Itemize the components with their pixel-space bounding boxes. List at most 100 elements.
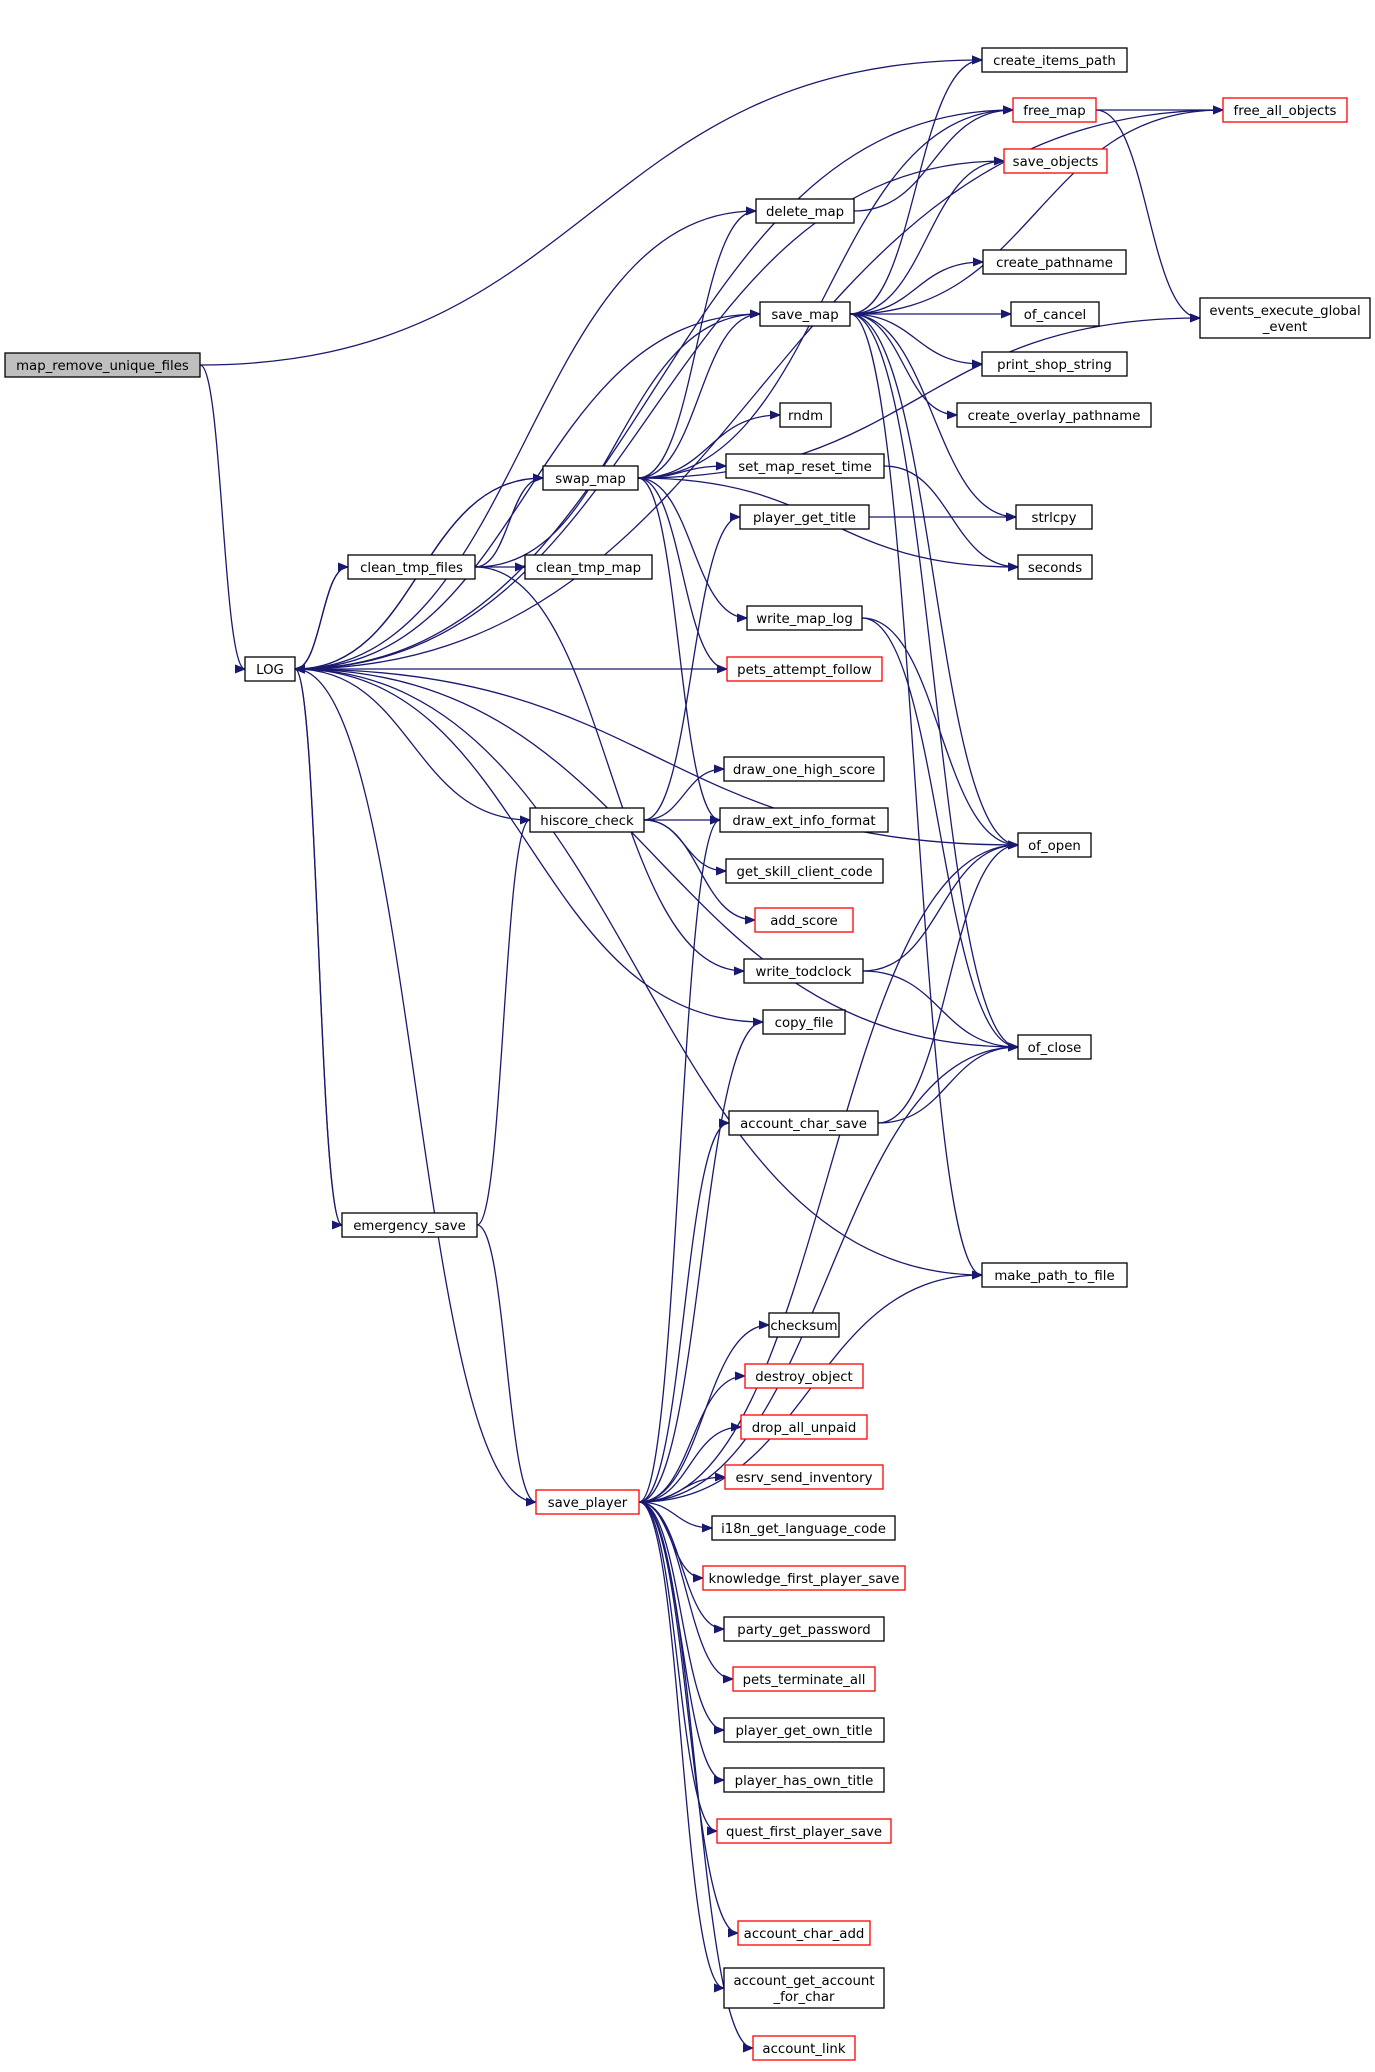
- node-box[interactable]: [737, 1920, 871, 1946]
- node-box[interactable]: [723, 756, 885, 782]
- node-knowledge-first-player-save[interactable]: knowledge_first_player_save: [702, 1565, 906, 1591]
- node-box[interactable]: [981, 1262, 1128, 1288]
- node-box[interactable]: [724, 1464, 884, 1490]
- node-make-path-to-file[interactable]: make_path_to_file: [981, 1262, 1128, 1288]
- node-free-map[interactable]: free_map: [1012, 97, 1097, 123]
- node-box[interactable]: [723, 1767, 885, 1793]
- node-account-get-account-for-char[interactable]: account_get_account_for_char: [723, 1967, 885, 2009]
- node-write-map-log[interactable]: write_map_log: [746, 605, 863, 631]
- node-box[interactable]: [744, 1363, 864, 1389]
- node-free-all-objects[interactable]: free_all_objects: [1222, 97, 1348, 123]
- node-seconds[interactable]: seconds: [1017, 554, 1093, 580]
- node-strlcpy[interactable]: strlcpy: [1015, 504, 1093, 530]
- node-box[interactable]: [716, 1818, 892, 1844]
- node-player-has-own-title[interactable]: player_has_own_title: [723, 1767, 885, 1793]
- node-box[interactable]: [739, 504, 870, 530]
- node-save-map[interactable]: save_map: [759, 301, 851, 327]
- node-rndm[interactable]: rndm: [779, 402, 832, 428]
- node-of-cancel[interactable]: of_cancel: [1010, 301, 1100, 327]
- node-account-link[interactable]: account_link: [752, 2035, 856, 2061]
- node-box[interactable]: [1015, 504, 1093, 530]
- node-box[interactable]: [347, 554, 476, 580]
- node-box[interactable]: [982, 249, 1127, 275]
- node-destroy-object[interactable]: destroy_object: [744, 1363, 864, 1389]
- node-box[interactable]: [759, 301, 851, 327]
- node-box[interactable]: [702, 1565, 906, 1591]
- node-box[interactable]: [1010, 301, 1100, 327]
- node-swap-map[interactable]: swap_map: [542, 465, 639, 491]
- node-quest-first-player-save[interactable]: quest_first_player_save: [716, 1818, 892, 1844]
- node-box[interactable]: [1222, 97, 1348, 123]
- node-box[interactable]: [244, 656, 296, 682]
- node-box[interactable]: [762, 1009, 846, 1035]
- node-i18n-get-language-code[interactable]: i18n_get_language_code: [711, 1515, 896, 1541]
- node-box[interactable]: [779, 402, 832, 428]
- node-box[interactable]: [723, 1717, 885, 1743]
- node-box[interactable]: [752, 2035, 856, 2061]
- node-log[interactable]: LOG: [244, 656, 296, 682]
- node-box[interactable]: [711, 1515, 896, 1541]
- node-save-objects[interactable]: save_objects: [1003, 148, 1108, 174]
- node-create-items-path[interactable]: create_items_path: [981, 47, 1128, 73]
- node-create-overlay-pathname[interactable]: create_overlay_pathname: [956, 402, 1152, 428]
- node-player-get-own-title[interactable]: player_get_own_title: [723, 1717, 885, 1743]
- node-box[interactable]: [725, 453, 885, 479]
- node-box[interactable]: [754, 907, 854, 933]
- node-box[interactable]: [1017, 832, 1092, 858]
- node-box[interactable]: [719, 807, 889, 833]
- node-box[interactable]: [1199, 297, 1371, 339]
- node-box[interactable]: [1017, 554, 1093, 580]
- node-box[interactable]: [732, 1666, 876, 1692]
- node-pets-terminate-all[interactable]: pets_terminate_all: [732, 1666, 876, 1692]
- node-draw-ext-info-format[interactable]: draw_ext_info_format: [719, 807, 889, 833]
- node-copy-file[interactable]: copy_file: [762, 1009, 846, 1035]
- node-box[interactable]: [1012, 97, 1097, 123]
- node-box[interactable]: [726, 656, 883, 682]
- node-box[interactable]: [524, 554, 653, 580]
- node-events-execute-global-event[interactable]: events_execute_global_event: [1199, 297, 1371, 339]
- node-box[interactable]: [535, 1489, 640, 1515]
- node-box[interactable]: [743, 958, 864, 984]
- node-box[interactable]: [542, 465, 639, 491]
- node-box[interactable]: [4, 352, 201, 378]
- node-pets-attempt-follow[interactable]: pets_attempt_follow: [726, 656, 883, 682]
- node-box[interactable]: [728, 1110, 879, 1136]
- node-box[interactable]: [956, 402, 1152, 428]
- node-box[interactable]: [755, 198, 855, 224]
- node-box[interactable]: [768, 1312, 840, 1338]
- node-box[interactable]: [1003, 148, 1108, 174]
- node-emergency-save[interactable]: emergency_save: [341, 1212, 478, 1238]
- node-box[interactable]: [740, 1414, 868, 1440]
- node-box[interactable]: [1017, 1034, 1092, 1060]
- node-of-open[interactable]: of_open: [1017, 832, 1092, 858]
- node-save-player[interactable]: save_player: [535, 1489, 640, 1515]
- node-draw-one-high-score[interactable]: draw_one_high_score: [723, 756, 885, 782]
- node-write-todclock[interactable]: write_todclock: [743, 958, 864, 984]
- node-of-close[interactable]: of_close: [1017, 1034, 1092, 1060]
- node-box[interactable]: [723, 1967, 885, 2009]
- node-map-remove-unique-files[interactable]: map_remove_unique_files: [4, 352, 201, 378]
- node-clean-tmp-map[interactable]: clean_tmp_map: [524, 554, 653, 580]
- node-box[interactable]: [723, 1616, 885, 1642]
- node-drop-all-unpaid[interactable]: drop_all_unpaid: [740, 1414, 868, 1440]
- node-print-shop-string[interactable]: print_shop_string: [981, 351, 1128, 377]
- node-add-score[interactable]: add_score: [754, 907, 854, 933]
- node-box[interactable]: [529, 807, 645, 833]
- node-box[interactable]: [981, 47, 1128, 73]
- node-checksum[interactable]: checksum: [768, 1312, 840, 1338]
- node-party-get-password[interactable]: party_get_password: [723, 1616, 885, 1642]
- node-hiscore-check[interactable]: hiscore_check: [529, 807, 645, 833]
- node-delete-map[interactable]: delete_map: [755, 198, 855, 224]
- node-clean-tmp-files[interactable]: clean_tmp_files: [347, 554, 476, 580]
- node-player-get-title[interactable]: player_get_title: [739, 504, 870, 530]
- node-box[interactable]: [341, 1212, 478, 1238]
- node-esrv-send-inventory[interactable]: esrv_send_inventory: [724, 1464, 884, 1490]
- node-get-skill-client-code[interactable]: get_skill_client_code: [725, 858, 884, 884]
- node-set-map-reset-time[interactable]: set_map_reset_time: [725, 453, 885, 479]
- node-box[interactable]: [981, 351, 1128, 377]
- node-account-char-add[interactable]: account_char_add: [737, 1920, 871, 1946]
- node-box[interactable]: [746, 605, 863, 631]
- node-box[interactable]: [725, 858, 884, 884]
- node-account-char-save[interactable]: account_char_save: [728, 1110, 879, 1136]
- node-create-pathname[interactable]: create_pathname: [982, 249, 1127, 275]
